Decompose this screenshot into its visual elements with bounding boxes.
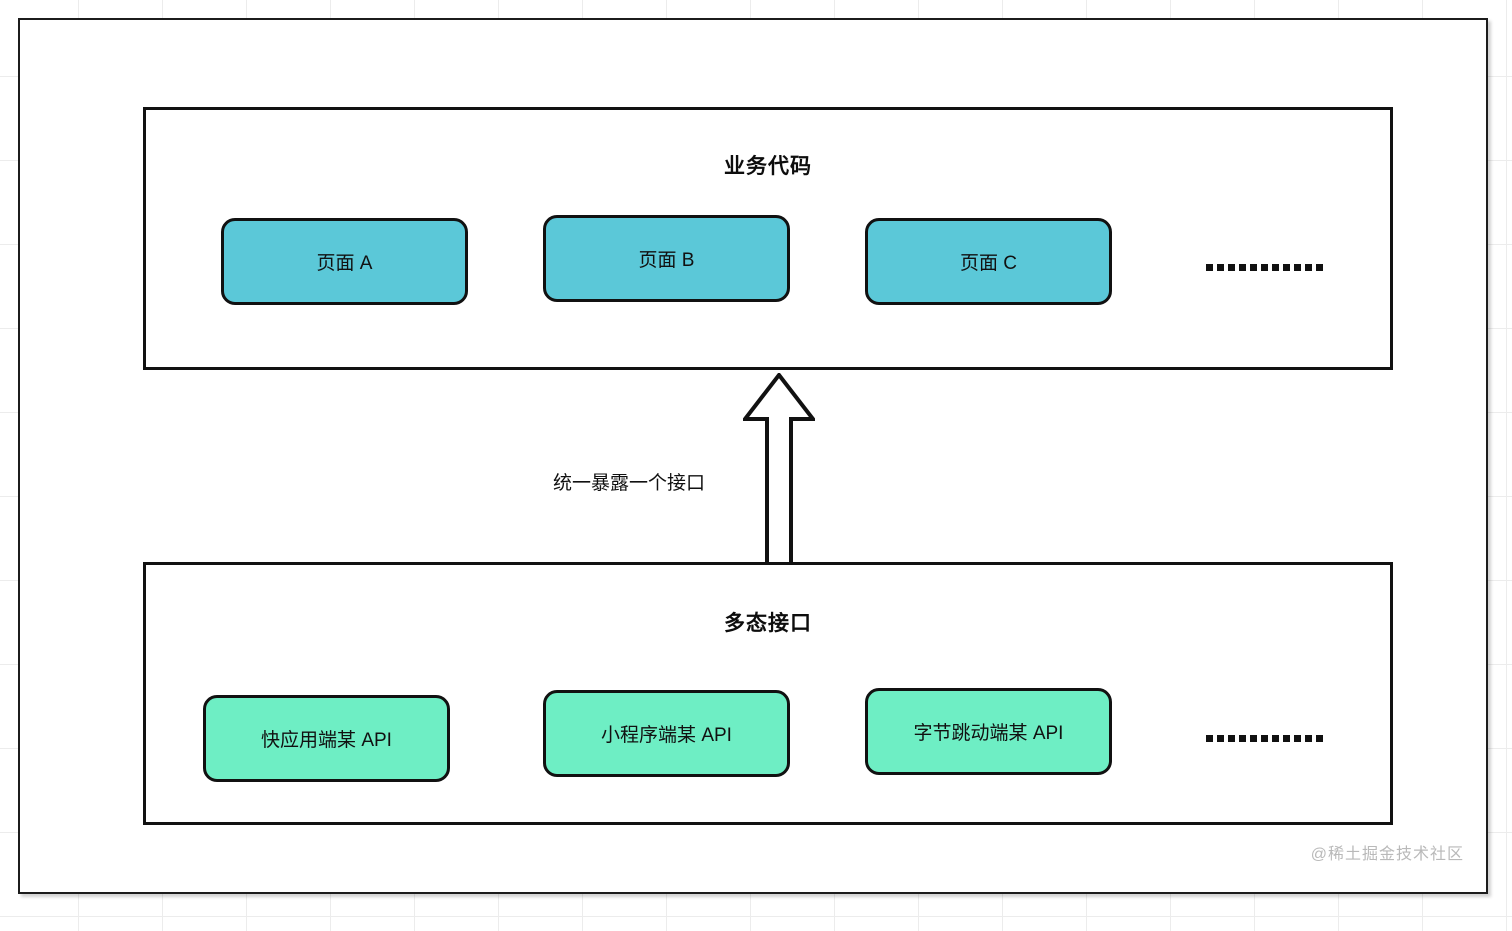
node-quickapp-api[interactable]: 快应用端某 API — [203, 695, 450, 782]
ellipsis-bottom — [1206, 735, 1323, 742]
watermark: @稀土掘金技术社区 — [1310, 846, 1464, 863]
node-page-c[interactable]: 页面 C — [865, 218, 1112, 305]
section-business-code-title: 业务代码 — [724, 155, 812, 178]
node-page-a[interactable]: 页面 A — [221, 218, 468, 305]
arrow-up-icon — [743, 373, 815, 578]
diagram-page: 业务代码 页面 A 页面 B 页面 C 统一暴露一个接口 多态接口 快应用端某 … — [18, 18, 1488, 894]
section-polymorphic-interface-title: 多态接口 — [724, 612, 812, 635]
node-miniprogram-api[interactable]: 小程序端某 API — [543, 690, 790, 777]
connector-label: 统一暴露一个接口 — [553, 473, 706, 494]
section-business-code: 业务代码 页面 A 页面 B 页面 C — [143, 107, 1393, 370]
node-bytedance-api[interactable]: 字节跳动端某 API — [865, 688, 1112, 775]
section-polymorphic-interface: 多态接口 快应用端某 API 小程序端某 API 字节跳动端某 API — [143, 562, 1393, 825]
node-page-b[interactable]: 页面 B — [543, 215, 790, 302]
ellipsis-top — [1206, 264, 1323, 271]
